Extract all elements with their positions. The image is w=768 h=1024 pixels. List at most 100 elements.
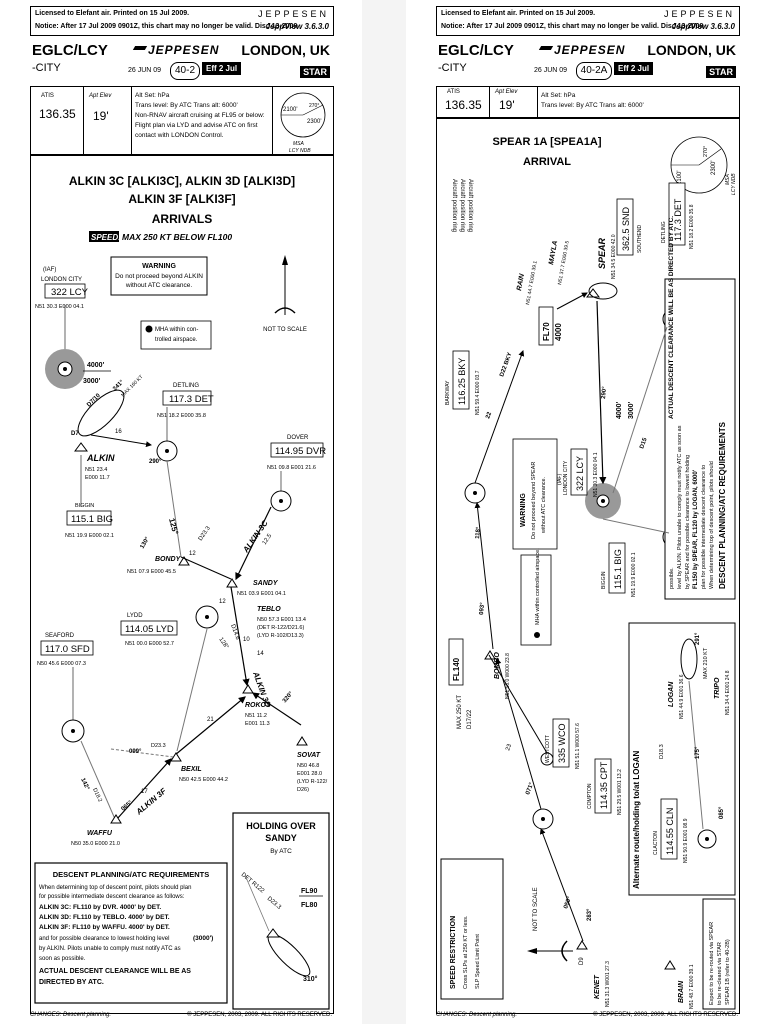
route-dme: D23.3	[198, 525, 212, 542]
biggin-name: BIGGIN	[75, 503, 94, 509]
rokos-coord-1: N51 11.2	[245, 713, 267, 719]
not-to-scale-label: NOT TO SCALE	[263, 327, 307, 333]
elevation-label: Apt Elev	[495, 89, 518, 95]
copyright: © JEPPESEN, 2003, 2009. ALL RIGHTS RESER…	[593, 1012, 738, 1018]
holding-over-sandy-box	[232, 812, 330, 1010]
route-dme: D23.3	[151, 743, 166, 749]
detling-frequency: 117.3 DET	[169, 394, 214, 405]
airport-name: -CITY	[32, 62, 61, 74]
lydd-frequency-box	[120, 620, 178, 636]
sovat-name: SOVAT	[297, 752, 321, 759]
sovat-line: (LYD R-122/	[297, 779, 328, 785]
warning-line: Do not proceed beyond ALKIN	[115, 273, 203, 280]
route-speed: MAX 210 KT	[703, 647, 709, 679]
lcy-frequency-box	[570, 448, 588, 496]
descent-line: level by ALKIN. Pilots unable to comply …	[677, 425, 683, 589]
warning-title: WARNING	[520, 493, 527, 527]
descent-line: ALKIN 3C: FL110 by DVR. 4000' by DET.	[39, 904, 161, 911]
tripo-coordinates: N51 34.4 E001 24.8	[725, 670, 731, 715]
biggin-frequency: 115.1 BIG	[613, 549, 623, 589]
route-course: 125°	[167, 517, 180, 535]
descent-line: ALKIN 3D: FL110 by TEBLO. 4000' by DET.	[39, 914, 170, 921]
chart-date: 26 JUN 09	[128, 67, 162, 74]
holding-fl-upper: FL90	[301, 888, 317, 895]
notice-line: Notice: After 17 Jul 2009 0901Z, this ch…	[441, 23, 704, 30]
msa-label: MSA	[725, 174, 731, 186]
sandy-hold-fix-icon	[266, 928, 280, 938]
seaford-name: SEAFORD	[45, 633, 75, 639]
biggin-coordinates: N51 19.9 E000 02.1	[631, 552, 637, 597]
descent-line: When determining top of descent point, p…	[39, 885, 191, 891]
holding-fl-lower: FL80	[301, 902, 317, 909]
route-distance: 12	[219, 599, 226, 605]
chart-type-badge: STAR	[300, 66, 330, 78]
detling-frequency: 117.3 DET	[673, 198, 683, 241]
detling-frequency-box	[162, 390, 212, 406]
msa-sector-c: 2300'	[307, 119, 322, 125]
descent-line: soon as possible.	[39, 956, 86, 962]
lcy-name: LONDON CITY	[563, 460, 569, 495]
lcy-coordinates: N51 30.3 E000 04.1	[593, 452, 599, 497]
alkin-route-label: D7/10	[86, 392, 102, 408]
route-course: 175°	[695, 746, 701, 759]
city-name: LONDON, UK	[241, 42, 330, 58]
route-dme: D15	[639, 437, 649, 450]
descent-line: possible.	[669, 567, 675, 589]
rokos-coord-2: E001 11.3	[245, 721, 270, 727]
detling-coordinates: N51 18.2 E000 35.8	[689, 204, 695, 249]
route-course: 099°	[129, 749, 142, 755]
teblo-radial-1: (DET R-122/D21.6)	[257, 625, 304, 631]
atis-label: ATIS	[447, 89, 460, 95]
detling-coordinates: N51 18.2 E000 35.8	[157, 413, 206, 419]
sovat-line: N50 46.8	[297, 763, 319, 769]
procedure-title-1: ALKIN 3C [ALKI3C], ALKIN 3D [ALKI3D]	[69, 174, 295, 188]
alt-note-line: Non-RNAV aircraft cruising at FL95 or be…	[135, 112, 265, 119]
route-course: 050°	[563, 895, 573, 909]
descent-line: and for possible clearance to lowest hol…	[39, 936, 169, 942]
bondy-fix-icon	[178, 556, 190, 566]
barkway-coordinates: N51 59.4 E000 03.7	[475, 370, 481, 415]
holding-by: By ATC	[270, 848, 292, 855]
barkway-frequency: 116.25 BKY	[457, 358, 467, 405]
version-label: JeppView 3.6.3.0	[671, 22, 735, 31]
lcy-hold-altitude-1: 4000'	[616, 401, 623, 419]
license-header: Licensed to Elefant air. Printed on 15 J…	[30, 6, 334, 36]
bexil-name: BEXIL	[181, 766, 202, 773]
route-dme: D17/22	[467, 709, 473, 729]
city-name: LONDON, UK	[647, 42, 736, 58]
chart-title-bar: EGLC/LCY -CITY JEPPESEN 26 JUN 09 40-2A …	[436, 40, 738, 84]
seaford-frequency: 117.0 SFD	[45, 644, 90, 655]
notice-line: Notice: After 17 Jul 2009 0901Z, this ch…	[35, 23, 298, 30]
route-dme: D14.6	[229, 624, 240, 642]
westcott-frequency: 335 WCO	[557, 723, 567, 763]
procedure-title-2: ARRIVAL	[523, 156, 571, 168]
procedure-title-3: ARRIVALS	[152, 212, 212, 226]
spear-holding-pattern	[588, 282, 618, 300]
route-course: 130°	[140, 536, 152, 550]
expect-box	[702, 898, 736, 1010]
clacton-frequency: 114.55 CLN	[665, 808, 675, 855]
warning-title: WARNING	[142, 263, 176, 270]
speed-restriction-box	[440, 858, 504, 1000]
bondy-name: BONDY	[155, 556, 182, 563]
route-course: 085°	[719, 806, 725, 819]
route-speed: MAX 250 KT	[457, 695, 463, 729]
route-distance: 10	[243, 637, 250, 643]
warning-box	[512, 438, 558, 550]
msa-ref: LCY NDB	[731, 173, 737, 195]
jeppesen-logo-icon	[132, 46, 148, 50]
rain-coordinates: N51 44.7 E000 39.1	[525, 260, 539, 305]
alkin-coord-2: E000 11.7	[85, 475, 110, 481]
mha-legend-box	[520, 554, 552, 646]
speed-restriction-title: SPEED RESTRICTION	[450, 916, 457, 989]
rokos-name: ROKOS	[245, 702, 271, 709]
elevation-label: Apt Elev	[89, 93, 112, 99]
clacton-coordinates: N51 50.9 E001 08.9	[683, 818, 689, 863]
barkway-name: BARKWAY	[445, 380, 451, 405]
descent-line: by SPEAR and for possible clearance to l…	[685, 455, 691, 589]
descent-planning-title: DESCENT PLANNING/ATC REQUIREMENTS	[53, 870, 210, 879]
compton-coordinates: N51 29.5 W001 13.2	[617, 769, 623, 815]
jeppesen-logo: JEPPESEN	[554, 43, 626, 57]
chart-plan-view: SPEAR 1A [SPEA1A] ARRIVAL 2100' 270° 230…	[436, 118, 740, 1014]
chart-number: 40-2A	[576, 62, 612, 80]
